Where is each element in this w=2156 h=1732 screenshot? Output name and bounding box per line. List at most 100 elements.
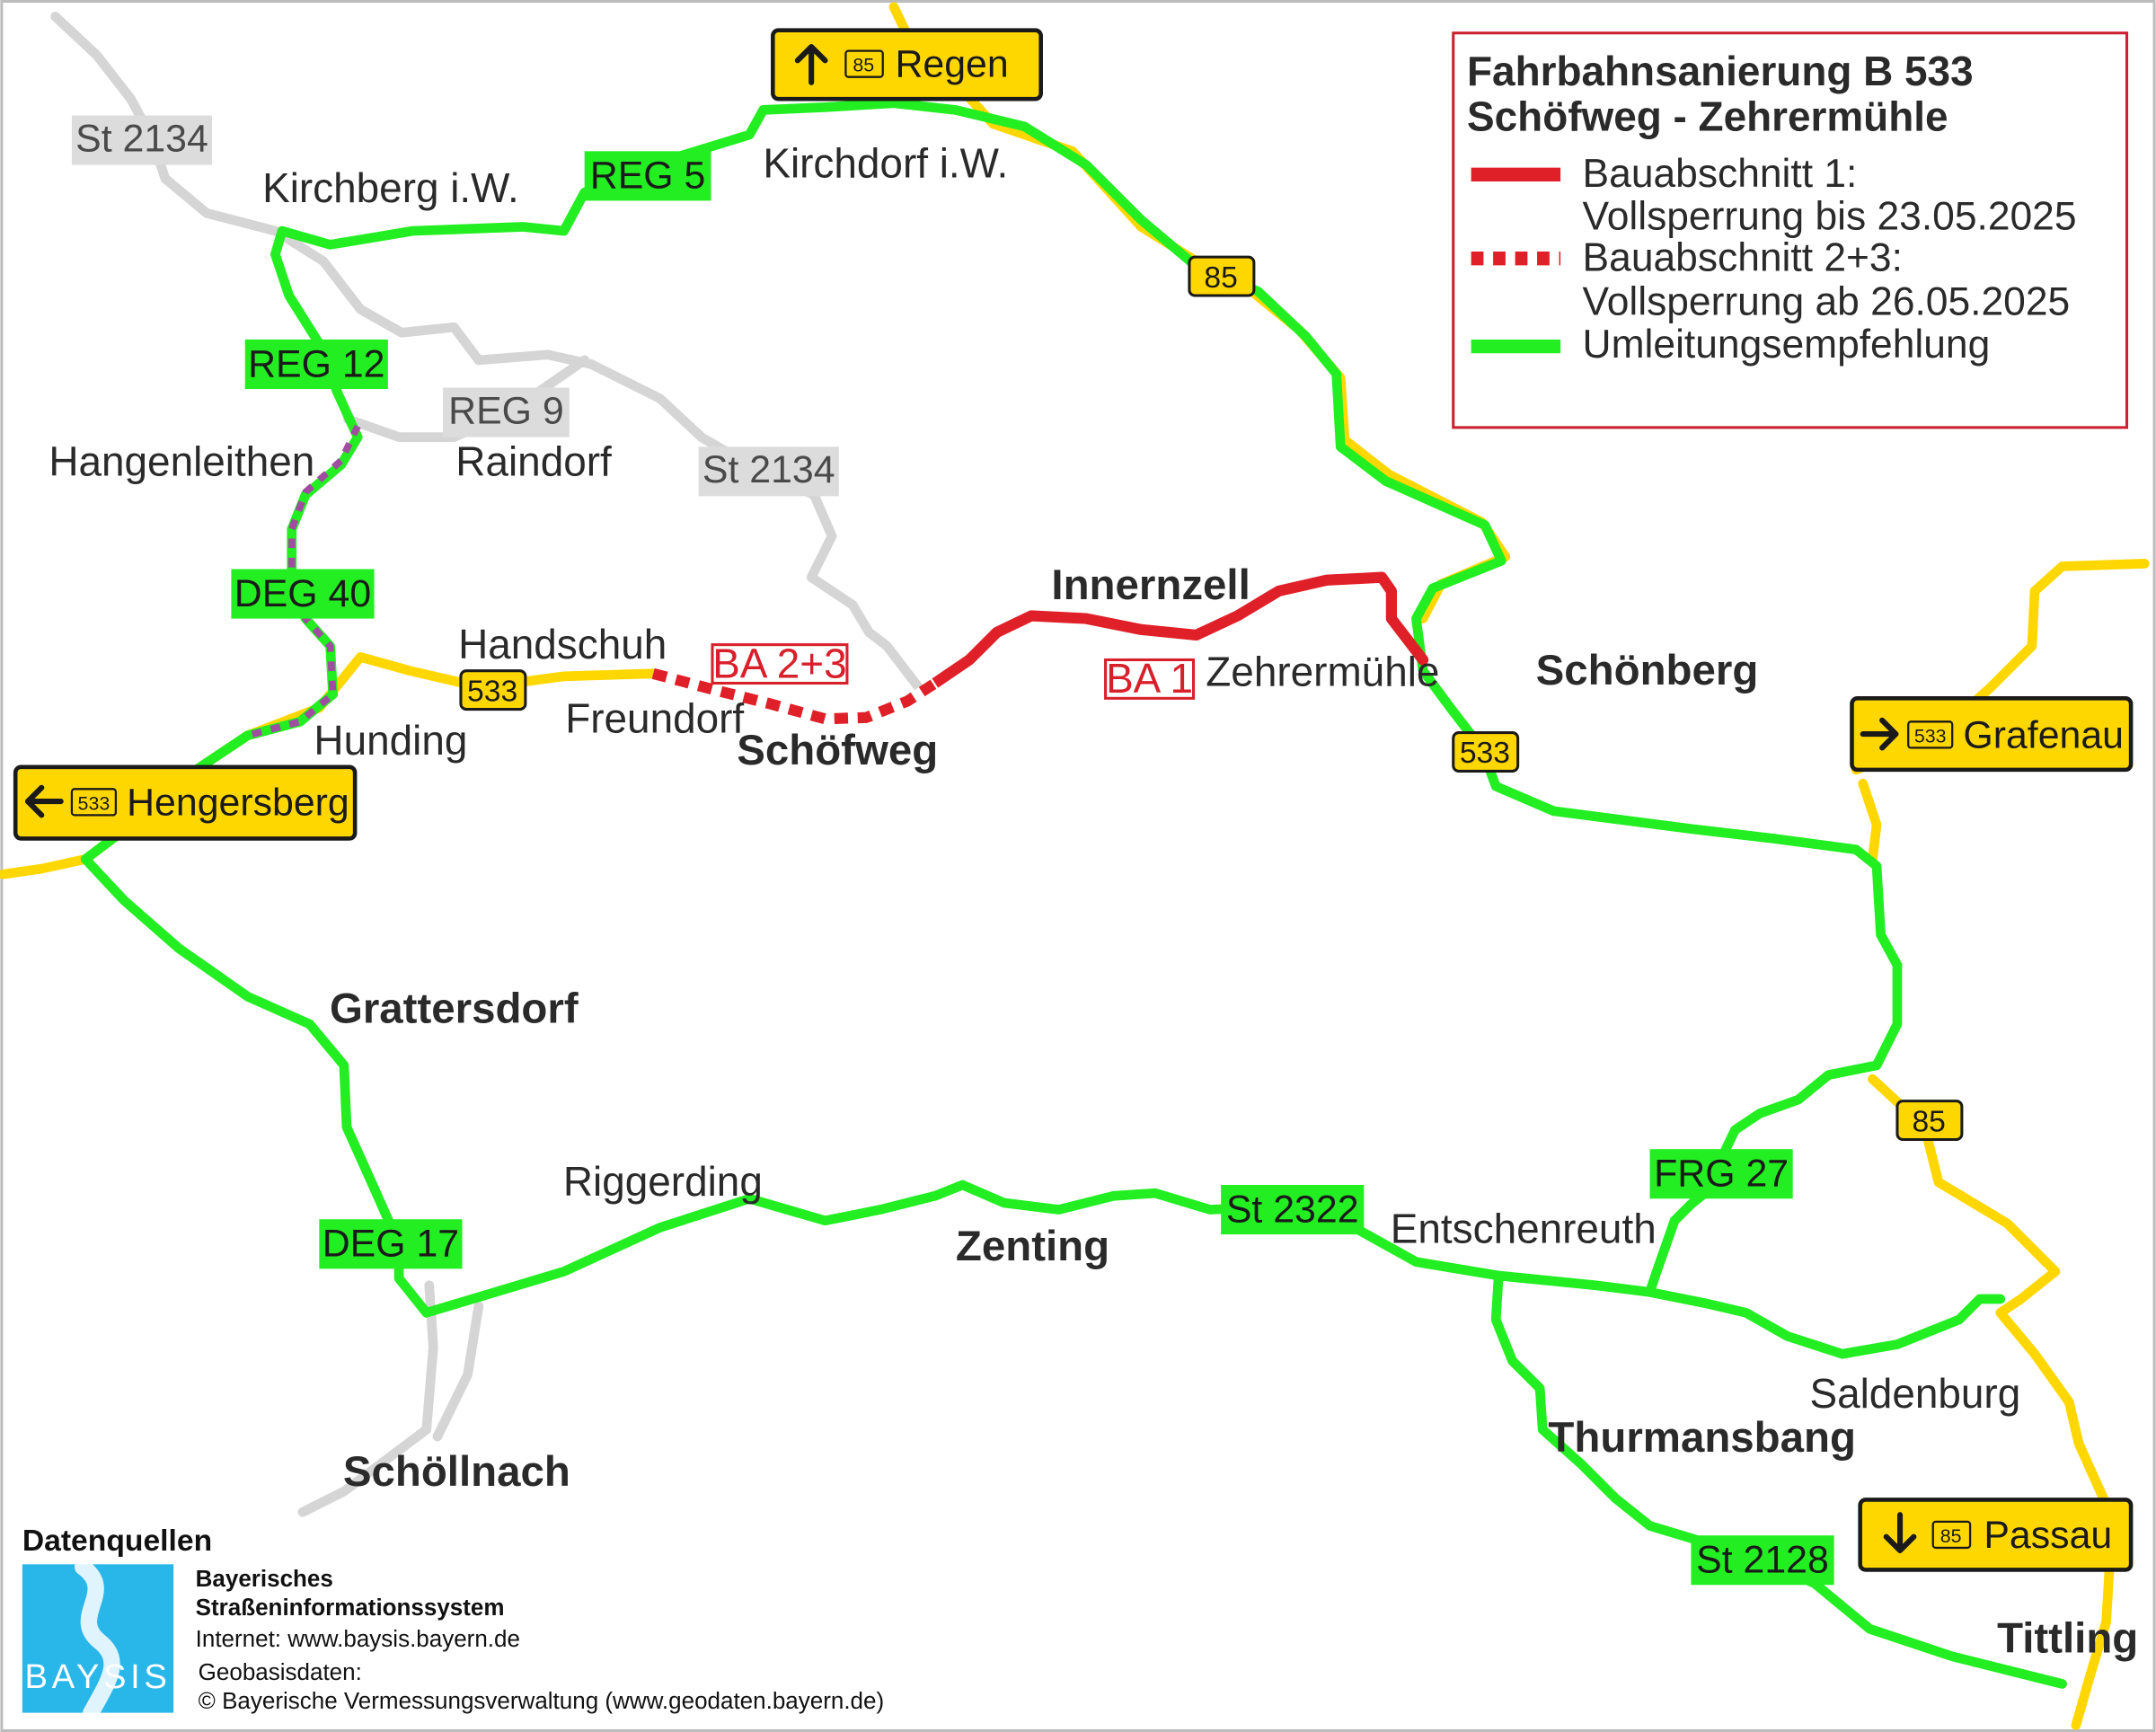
- place-riggerding: Riggerding: [563, 1158, 763, 1205]
- sign-number: 85: [853, 55, 874, 76]
- place-zenting: Zenting: [956, 1223, 1109, 1270]
- sources-title: Datenquellen: [22, 1524, 212, 1558]
- tag-reg5: REG 5: [584, 151, 711, 201]
- sign-number: 533: [78, 792, 110, 814]
- sign-number: 85: [1940, 1525, 1962, 1547]
- place-schoefweg: Schöfweg: [737, 727, 938, 774]
- legend: Fahrbahnsanierung B 533 Schöfweg - Zehre…: [1452, 31, 2129, 429]
- sign-destination: Passau: [1984, 1514, 2112, 1557]
- road-deg17-south-b: [432, 1301, 484, 1442]
- section-label-text: BA 2+3: [712, 640, 846, 686]
- place-grattersdorf: Grattersdorf: [330, 985, 579, 1032]
- tag-label: St 2322: [1226, 1188, 1359, 1231]
- road-number-box: [1907, 720, 1954, 749]
- tag-reg12: REG 12: [244, 339, 388, 390]
- closure-ba1: [929, 571, 1429, 689]
- place-schoellnach: Schöllnach: [343, 1448, 570, 1496]
- sign-passau: 85 Passau: [1858, 1498, 2134, 1572]
- tag-label: FRG 27: [1654, 1153, 1789, 1196]
- place-freundorf: Freundorf: [565, 695, 744, 742]
- route-deg17: [80, 853, 2006, 1359]
- tag-b85-north: 85: [1188, 255, 1256, 297]
- sign-destination: Grafenau: [1963, 713, 2124, 756]
- legend-item-label: Vollsperrung ab 26.05.2025: [1583, 279, 2071, 323]
- tag-label: REG 5: [590, 155, 706, 198]
- up-arrow-icon: [794, 43, 828, 85]
- place-entschenreuth: Entschenreuth: [1391, 1205, 1657, 1251]
- place-saldenburg: Saldenburg: [1809, 1370, 2020, 1417]
- sign-number: 533: [1914, 725, 1947, 747]
- place-kirchberg: Kirchberg i.W.: [262, 164, 519, 211]
- tag-st2322: St 2322: [1221, 1184, 1365, 1235]
- data-sources: Datenquellen BAYSIS Bayerisches Straßeni…: [22, 1524, 884, 1721]
- sign-grafenau: 533 Grafenau: [1850, 696, 2134, 773]
- road-kirchberg-raindorf: [270, 225, 923, 693]
- sign-destination: Regen: [895, 43, 1008, 86]
- sources-internet: Internet: www.baysis.bayern.de: [196, 1625, 520, 1652]
- place-innernzell: Innernzell: [1051, 561, 1250, 609]
- down-arrow-icon: [1883, 1512, 1917, 1554]
- section-label-text: BA 1: [1106, 655, 1193, 702]
- tag-label: 85: [1204, 261, 1237, 295]
- tag-deg17: DEG 17: [319, 1219, 463, 1269]
- tag-label: St 2128: [1696, 1539, 1829, 1582]
- legend-title: Fahrbahnsanierung B 533: [1467, 48, 1974, 94]
- tag-label: St 2134: [702, 448, 835, 491]
- tag-label: REG 12: [248, 342, 384, 385]
- minor-roads: [50, 12, 923, 1517]
- legend-subtitle: Schöfweg - Zehrermühle: [1467, 93, 1948, 139]
- closure-ba23: [651, 667, 939, 725]
- place-hunding: Hunding: [314, 717, 467, 764]
- place-schoenberg: Schönberg: [1536, 647, 1759, 694]
- tag-st2134-center: St 2134: [698, 446, 839, 497]
- legend-item-label: Umleitungsempfehlung: [1583, 323, 1991, 367]
- right-arrow-icon: [1860, 717, 1899, 751]
- tag-deg40: DEG 40: [231, 569, 375, 619]
- place-zehrermuehle: Zehrermühle: [1206, 649, 1439, 695]
- road-deg17-south: [297, 1280, 438, 1517]
- sign-regen: 85 Regen: [771, 28, 1043, 102]
- road-number-box: [844, 49, 884, 78]
- tag-reg9: REG 9: [443, 387, 570, 437]
- place-tittling: Tittling: [1997, 1614, 2138, 1662]
- tag-label: REG 9: [448, 389, 564, 432]
- tag-frg27: FRG 27: [1649, 1149, 1793, 1199]
- tag-label: 533: [467, 675, 517, 708]
- route-thurmansbang: [1490, 1270, 2067, 1689]
- logo-text: BAYSIS: [25, 1657, 172, 1696]
- route-north-loop: [270, 98, 1903, 1297]
- road-b533-east: [1858, 778, 1882, 864]
- tag-b85-south: 85: [1895, 1100, 1964, 1142]
- baysis-logo: BAYSIS: [22, 1559, 174, 1721]
- place-handschuh: Handschuh: [458, 621, 667, 667]
- place-hangenleithen: Hangenleithen: [49, 437, 314, 484]
- section-label-ba1: BA 1: [1104, 655, 1196, 702]
- sign-hengersberg: 533 Hengersberg: [13, 764, 358, 841]
- sign-destination: Hengersberg: [127, 781, 349, 824]
- sources-geo: © Bayerische Vermessungsverwaltung (www.…: [199, 1687, 884, 1714]
- legend-item-label: Bauabschnitt 2+3:: [1583, 235, 1903, 279]
- tag-st2128: St 2128: [1691, 1535, 1834, 1586]
- tag-label: DEG 40: [234, 572, 371, 615]
- sources-geo: Geobasisdaten:: [199, 1658, 362, 1685]
- place-thurmansbang: Thurmansbang: [1548, 1414, 1856, 1462]
- tag-label: DEG 17: [323, 1223, 459, 1266]
- sources-org: Straßeninformationssystem: [196, 1594, 505, 1621]
- tag-label: 85: [1912, 1105, 1945, 1138]
- left-arrow-icon: [24, 784, 64, 818]
- place-kirchdorf: Kirchdorf i.W.: [763, 139, 1008, 186]
- legend-box: [1452, 31, 2129, 429]
- legend-item-label: Vollsperrung bis 23.05.2025: [1583, 195, 2077, 239]
- tag-b533-east: 533: [1452, 731, 1520, 773]
- tag-b533-west: 533: [459, 669, 527, 711]
- tag-label: 533: [1460, 737, 1510, 770]
- tag-st2134-north: St 2134: [71, 115, 212, 165]
- sources-org: Bayerisches: [196, 1565, 333, 1592]
- legend-item-label: Bauabschnitt 1:: [1583, 152, 1858, 196]
- road-number-box: [1931, 1520, 1972, 1550]
- road-b85-south: [1868, 1074, 2116, 1730]
- section-label-ba23: BA 2+3: [711, 640, 849, 686]
- road-number-box: [70, 788, 118, 817]
- place-raindorf: Raindorf: [455, 437, 612, 484]
